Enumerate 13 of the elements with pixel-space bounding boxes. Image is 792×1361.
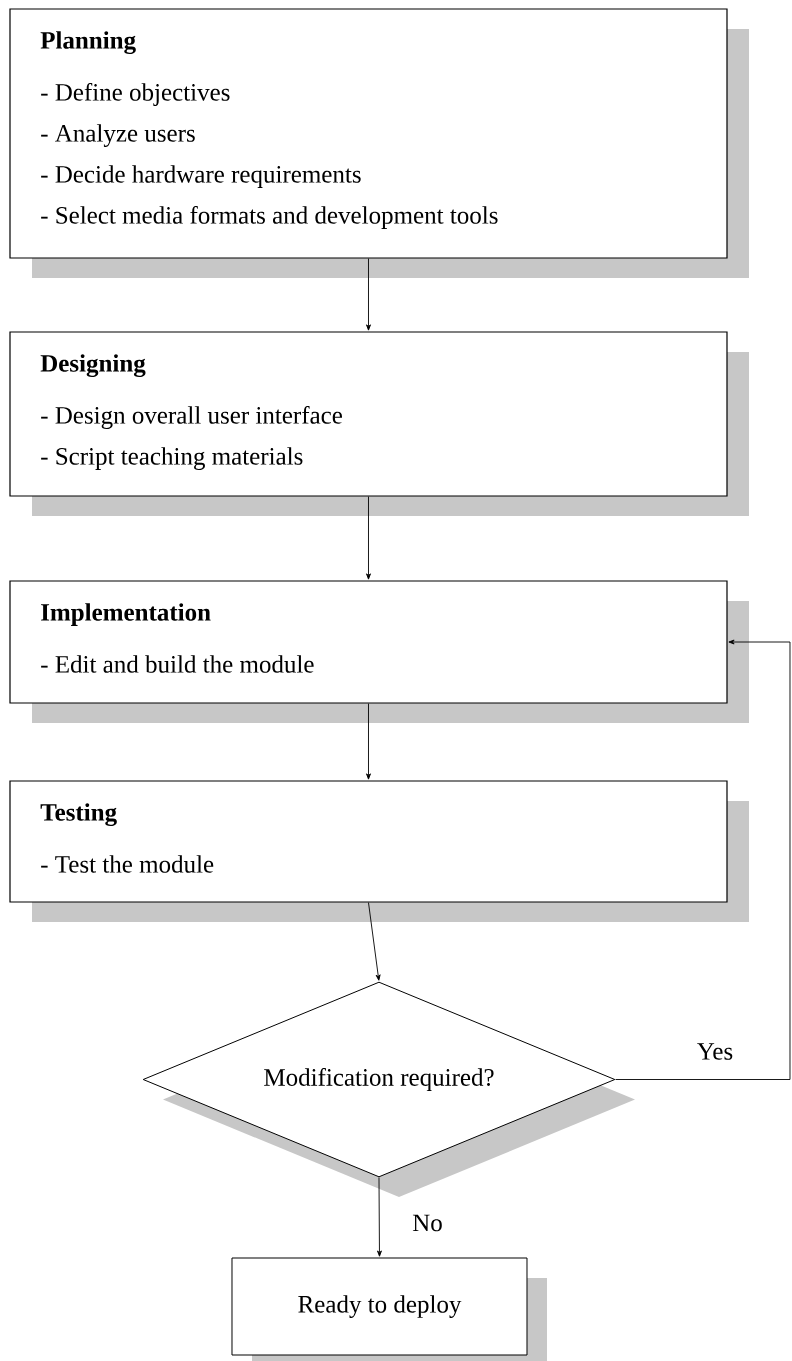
process-box: Planning - Define objectives - Analyze users - Decide hardware requirements - Select media formats and development tools	[9, 8, 749, 278]
arrow	[615, 639, 791, 1080]
arrow	[366, 703, 371, 780]
process-box: Testing - Test the module	[9, 780, 749, 922]
arrow	[366, 496, 371, 580]
process-box: Designing - Design overall user interface - Script teaching materials	[9, 331, 749, 516]
edge-label: No	[410, 1212, 445, 1234]
edge-label: Yes	[694, 1041, 736, 1062]
arrow	[366, 258, 371, 331]
process-box: Implementation - Edit and build the module	[9, 580, 749, 723]
arrow	[377, 1177, 382, 1257]
terminal-box: Ready to deploy	[231, 1257, 547, 1361]
arrow	[368, 902, 381, 981]
